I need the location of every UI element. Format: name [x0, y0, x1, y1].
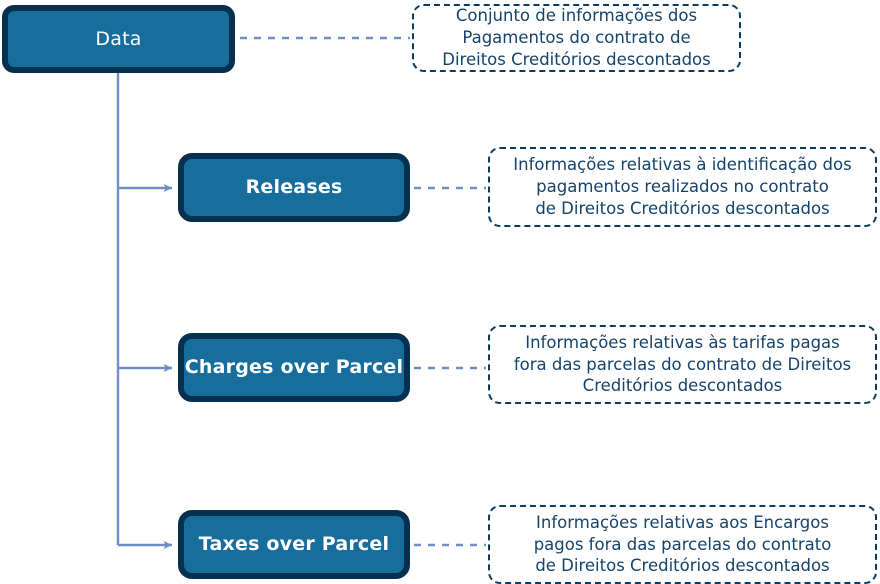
annotation-data: Conjunto de informações dos Pagamentos d…: [412, 4, 741, 72]
annotation-releases: Informações relativas à identificação do…: [488, 147, 877, 227]
annotation-releases-text: Informações relativas à identificação do…: [513, 155, 852, 218]
node-taxes-over-parcel-label: Taxes over Parcel: [198, 533, 390, 556]
annotation-data-text: Conjunto de informações dos Pagamentos d…: [442, 6, 711, 69]
annotation-charges-over-parcel-text: Informações relativas às tarifas pagas f…: [513, 332, 852, 396]
node-charges-over-parcel[interactable]: Charges over Parcel: [178, 333, 410, 402]
annotation-charges-over-parcel: Informações relativas às tarifas pagas f…: [488, 325, 877, 404]
node-taxes-over-parcel[interactable]: Taxes over Parcel: [178, 510, 410, 579]
node-releases[interactable]: Releases: [178, 153, 410, 222]
annotation-taxes-over-parcel: Informações relativas aos Encargos pagos…: [488, 505, 877, 584]
node-data-label: Data: [95, 27, 142, 50]
node-releases-label: Releases: [245, 176, 343, 199]
annotation-taxes-over-parcel-text: Informações relativas aos Encargos pagos…: [533, 512, 832, 576]
node-data[interactable]: Data: [2, 5, 235, 73]
node-charges-over-parcel-label: Charges over Parcel: [184, 356, 404, 379]
